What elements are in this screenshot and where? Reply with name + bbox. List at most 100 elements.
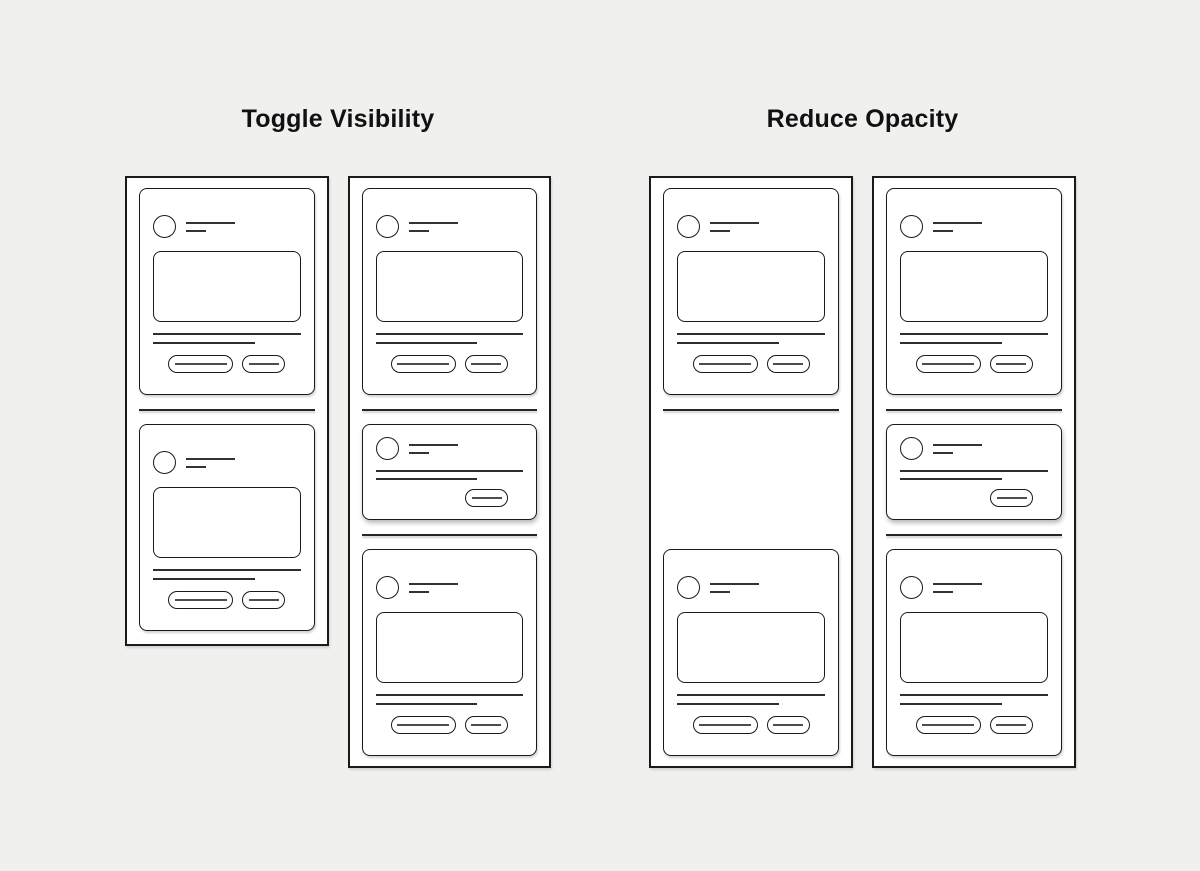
image-placeholder — [153, 487, 301, 558]
avatar-circle — [677, 215, 700, 238]
secondary-button-placeholder — [766, 716, 810, 734]
text-line-full — [900, 333, 1048, 335]
card-buttons-row — [677, 716, 825, 734]
button-label-line — [922, 724, 974, 726]
card-buttons-row — [153, 591, 301, 609]
text-line-short — [933, 591, 953, 593]
text-line-short — [933, 230, 953, 232]
text-line-short — [710, 591, 730, 593]
text-line-long — [186, 222, 235, 224]
primary-button-placeholder — [692, 355, 758, 373]
feed-divider — [886, 534, 1062, 536]
secondary-button-placeholder — [465, 489, 508, 507]
avatar-row — [900, 437, 1048, 460]
card-buttons-row — [900, 489, 1048, 507]
card-buttons-row — [376, 355, 524, 373]
text-line-short — [710, 230, 730, 232]
compact-post-card-wireframe — [886, 424, 1062, 520]
text-line-partial — [153, 578, 255, 580]
text-line-long — [933, 583, 982, 585]
secondary-button-placeholder — [464, 716, 508, 734]
avatar-text-lines — [933, 576, 982, 599]
button-label-line — [996, 724, 1026, 726]
button-label-line — [174, 599, 227, 601]
feed-divider — [663, 409, 839, 411]
avatar-circle — [900, 576, 923, 599]
button-label-line — [471, 724, 502, 726]
text-line-long — [933, 444, 982, 446]
post-card-wireframe — [361, 549, 537, 756]
text-line-short — [408, 452, 429, 454]
text-line-full — [900, 470, 1048, 472]
button-label-line — [699, 724, 751, 726]
avatar-row — [900, 215, 1048, 238]
avatar-text-lines — [186, 215, 235, 238]
text-line-short — [186, 466, 206, 468]
group-title-reduce-opacity: Reduce Opacity — [766, 105, 959, 133]
text-line-long — [933, 222, 982, 224]
text-line-long — [408, 583, 458, 585]
feed-divider — [361, 534, 537, 536]
post-card-wireframe — [361, 188, 537, 395]
image-placeholder — [900, 612, 1048, 683]
card-buttons-row — [677, 355, 825, 373]
avatar-text-lines — [710, 215, 759, 238]
panel-pair — [125, 176, 551, 768]
card-buttons-row — [900, 355, 1048, 373]
button-label-line — [699, 363, 751, 365]
text-line-partial — [375, 342, 478, 344]
wireframe-panel-visible-state — [872, 176, 1076, 768]
primary-button-placeholder — [168, 591, 234, 609]
secondary-button-placeholder — [989, 716, 1033, 734]
text-line-full — [900, 694, 1048, 696]
avatar-text-lines — [408, 437, 458, 460]
avatar-circle — [153, 215, 176, 238]
button-label-line — [773, 724, 803, 726]
secondary-button-placeholder — [242, 355, 286, 373]
primary-button-placeholder — [168, 355, 234, 373]
text-line-full — [677, 694, 825, 696]
avatar-row — [677, 576, 825, 599]
avatar-text-lines — [933, 215, 982, 238]
text-line-long — [408, 444, 458, 446]
avatar-text-lines — [186, 451, 235, 474]
text-line-long — [408, 222, 458, 224]
feed-divider — [361, 409, 537, 411]
post-card-wireframe — [886, 188, 1062, 395]
text-line-short — [186, 230, 206, 232]
card-buttons-row — [900, 716, 1048, 734]
button-label-line — [397, 724, 450, 726]
text-line-full — [677, 333, 825, 335]
button-label-line — [397, 363, 450, 365]
avatar-circle — [375, 437, 399, 460]
avatar-circle — [900, 215, 923, 238]
post-card-wireframe — [886, 549, 1062, 756]
text-line-short — [933, 452, 953, 454]
avatar-text-lines — [933, 437, 982, 460]
avatar-circle — [375, 576, 399, 599]
text-line-partial — [677, 342, 780, 344]
post-card-wireframe — [663, 549, 839, 756]
text-line-full — [153, 569, 301, 571]
wireframe-panel-visible-state — [347, 176, 551, 768]
panel-pair — [649, 176, 1076, 768]
text-line-full — [375, 470, 523, 472]
button-label-line — [471, 497, 502, 499]
image-placeholder — [677, 612, 825, 683]
card-buttons-row — [153, 355, 301, 373]
avatar-text-lines — [710, 576, 759, 599]
image-placeholder — [375, 251, 523, 322]
image-placeholder — [375, 612, 523, 683]
card-buttons-row — [376, 489, 524, 507]
group-title-toggle-visibility: Toggle Visibility — [241, 105, 435, 133]
text-line-full — [153, 333, 301, 335]
text-line-long — [710, 222, 759, 224]
text-line-partial — [900, 703, 1003, 705]
button-label-line — [773, 363, 803, 365]
text-line-partial — [375, 478, 478, 480]
text-line-full — [375, 694, 523, 696]
secondary-button-placeholder — [242, 591, 286, 609]
image-placeholder — [677, 251, 825, 322]
card-buttons-row — [376, 716, 524, 734]
